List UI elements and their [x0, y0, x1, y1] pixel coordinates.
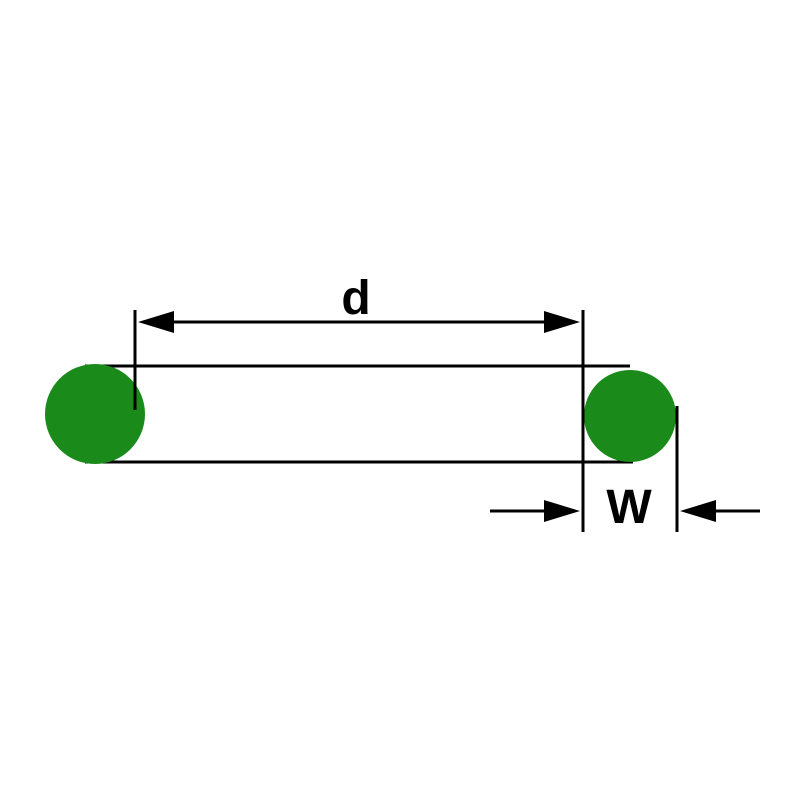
- d-arrowhead-right: [544, 311, 580, 333]
- left-oring-cross-section: [45, 364, 145, 464]
- d-arrowhead-left: [138, 311, 174, 333]
- d-label: d: [341, 272, 370, 325]
- w-arrowhead-left: [544, 500, 580, 522]
- right-oring-cross-section: [584, 370, 676, 462]
- w-label: W: [606, 481, 652, 534]
- w-arrowhead-right: [680, 500, 716, 522]
